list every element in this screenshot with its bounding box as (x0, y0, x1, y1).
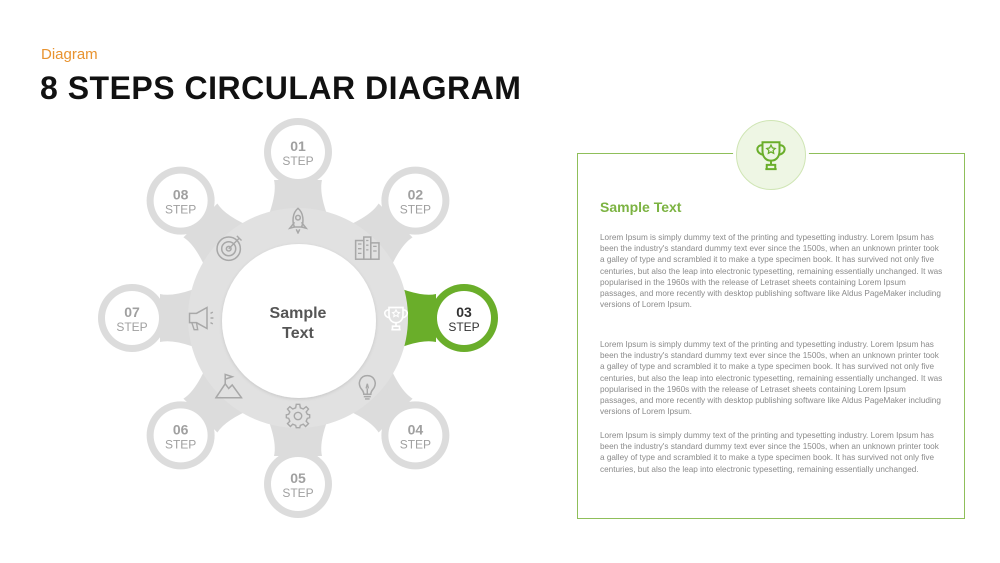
panel-paragraph-1: Lorem Ipsum is simply dummy text of the … (600, 233, 943, 310)
step-03-label: STEP (448, 320, 479, 334)
step-03-number: 03 (456, 304, 472, 320)
step-05-node-inner (271, 457, 325, 511)
step-04-node-inner (388, 408, 443, 463)
center-label-line2: Text (282, 325, 314, 342)
step-02-label: STEP (400, 203, 431, 217)
step-07-number: 07 (124, 304, 140, 320)
step-05-label: STEP (282, 486, 313, 500)
step-01-label: STEP (282, 154, 313, 168)
step-nodes: 01STEP02STEP03STEP04STEP05STEP06STEP07ST… (98, 118, 498, 518)
page-title: 8 STEPS CIRCULAR DIAGRAM (40, 70, 522, 106)
step-08-label: STEP (165, 203, 196, 217)
step-02-node-inner (388, 173, 443, 228)
step-04-label: STEP (400, 437, 431, 451)
step-06-label: STEP (165, 437, 196, 451)
panel-badge (733, 117, 809, 193)
center-disc (222, 244, 376, 398)
panel-badge-inner (736, 120, 806, 190)
step-01-node-inner (271, 125, 325, 179)
step-05-number: 05 (290, 470, 306, 486)
step-04-number: 04 (408, 421, 424, 437)
step-03-node-inner (437, 291, 491, 345)
center-label-line1: Sample (270, 305, 327, 322)
text-panel (577, 153, 965, 519)
panel-paragraph-2: Lorem Ipsum is simply dummy text of the … (600, 340, 943, 417)
section-kicker: Diagram (41, 46, 98, 63)
panel-paragraph-3: Lorem Ipsum is simply dummy text of the … (600, 431, 939, 474)
step-02-number: 02 (408, 187, 424, 203)
step-01-number: 01 (290, 138, 306, 154)
trophy-icon (756, 141, 786, 171)
step-06-number: 06 (173, 421, 189, 437)
step-07-label: STEP (116, 320, 147, 334)
step-07-node-inner (105, 291, 159, 345)
step-06-node-inner (153, 408, 208, 463)
panel-heading: Sample Text (600, 199, 682, 215)
central-hub: Sample Text (188, 208, 408, 428)
step-08-node-inner (153, 173, 208, 228)
step-08-number: 08 (173, 187, 189, 203)
circular-step-diagram: Sample Text 01STEP02STEP03STEP04STEP05ST… (98, 118, 498, 518)
